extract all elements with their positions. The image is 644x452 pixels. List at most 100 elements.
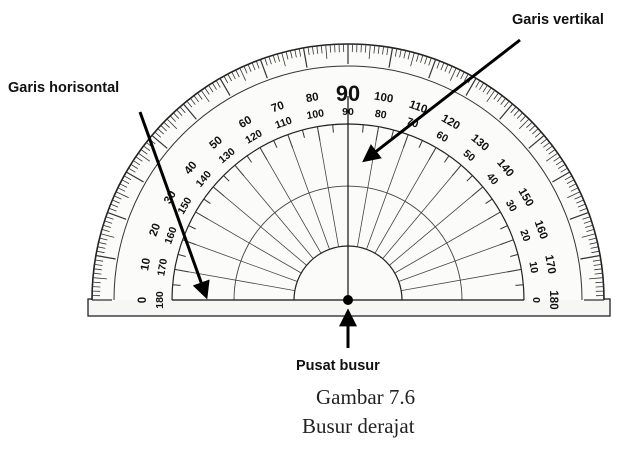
inner-tick-mark — [443, 155, 450, 163]
tick-mark — [239, 67, 247, 81]
tick-mark — [403, 50, 406, 59]
tick-mark — [272, 55, 276, 63]
tick-mark — [456, 69, 461, 78]
tick-mark — [100, 233, 115, 238]
figure-number: Gambar 7.6 — [316, 385, 415, 409]
tick-mark — [465, 77, 477, 96]
inner-tick-mark — [172, 284, 181, 286]
tick-mark — [399, 49, 402, 58]
tick-mark — [190, 98, 196, 105]
tick-mark — [143, 145, 151, 152]
tick-mark — [545, 152, 558, 162]
tick-mark — [570, 187, 579, 192]
tick-mark — [104, 220, 113, 224]
tick-mark — [574, 195, 583, 200]
tick-mark — [394, 48, 398, 57]
outer-scale-number-60: 60 — [237, 114, 254, 131]
tick-mark — [123, 175, 132, 181]
radial-line — [374, 147, 437, 254]
inner-tick-mark — [515, 284, 524, 286]
tick-mark — [251, 62, 256, 71]
outer-scale-number-10: 10 — [139, 257, 153, 272]
tick-mark — [268, 56, 272, 65]
tick-mark — [193, 95, 200, 103]
tick-mark — [581, 233, 596, 238]
inner-scale-number-170: 170 — [155, 258, 170, 277]
tick-mark — [179, 106, 186, 114]
radial-line — [174, 269, 295, 291]
radial-line — [234, 164, 314, 259]
inner-scale-number-10: 10 — [526, 261, 540, 275]
outer-scale-number-180: 180 — [547, 290, 559, 309]
protractor-scale-arc — [113, 65, 583, 301]
tick-mark — [320, 45, 323, 54]
tick-mark — [386, 47, 389, 56]
tick-mark — [560, 167, 568, 173]
tick-mark — [591, 250, 600, 254]
tick-mark — [166, 118, 178, 130]
center-label: Pusat busur — [296, 358, 380, 374]
inner-tick-mark — [362, 124, 364, 133]
tick-mark — [96, 250, 105, 254]
tick-mark — [576, 199, 584, 204]
figure-title: Busur derajat — [302, 414, 415, 438]
tick-mark — [543, 142, 550, 148]
tick-mark — [125, 171, 144, 183]
tick-mark — [95, 259, 104, 262]
outer-scale-number-70: 70 — [270, 100, 286, 116]
tick-mark — [520, 115, 527, 122]
tick-mark — [163, 121, 170, 128]
tick-mark — [503, 100, 510, 108]
tick-mark — [169, 115, 176, 122]
tick-mark — [499, 103, 514, 120]
tick-mark — [493, 92, 499, 100]
tick-mark — [103, 224, 111, 228]
tick-mark — [119, 183, 128, 188]
radial-line — [195, 211, 302, 274]
vertical-line-label: Garis vertikal — [512, 12, 604, 28]
tick-mark — [101, 229, 110, 232]
tick-mark — [107, 211, 127, 220]
tick-mark — [231, 71, 236, 80]
tick-mark — [92, 277, 107, 280]
radial-line — [398, 239, 514, 282]
tick-mark — [94, 264, 103, 266]
inner-tick-mark — [485, 198, 493, 205]
inner-tick-mark — [418, 140, 423, 148]
tick-mark — [436, 60, 441, 69]
tick-mark — [590, 246, 599, 249]
tick-mark — [182, 103, 197, 120]
tick-mark — [479, 82, 485, 90]
tick-mark — [215, 80, 221, 88]
tick-mark — [496, 95, 503, 103]
tick-mark — [121, 179, 130, 184]
radial-line — [394, 211, 501, 274]
tick-mark — [95, 254, 116, 260]
tick-mark — [138, 152, 151, 162]
vertical-line-pointer-arrow — [362, 38, 521, 163]
tick-mark — [157, 128, 164, 135]
tick-mark — [444, 64, 449, 72]
tick-mark — [211, 82, 217, 90]
horizontal-line-pointer-arrow — [138, 111, 210, 300]
tick-mark — [98, 242, 107, 245]
tick-mark — [133, 160, 141, 166]
tick-mark — [173, 112, 180, 119]
radial-line — [212, 186, 307, 266]
tick-mark — [593, 264, 602, 266]
outer-scale-number-0: 0 — [137, 297, 149, 303]
tick-mark — [377, 45, 380, 54]
tick-mark — [373, 45, 376, 54]
inner-scale-number-110: 110 — [274, 115, 294, 132]
tick-mark — [307, 47, 310, 56]
tick-mark — [416, 53, 419, 62]
tick-mark — [558, 163, 566, 169]
tick-mark — [382, 46, 384, 55]
radial-line — [382, 164, 462, 259]
tick-mark — [583, 220, 592, 224]
tick-mark — [540, 138, 548, 145]
radial-line — [401, 269, 522, 291]
tick-mark — [105, 216, 114, 220]
tick-mark — [516, 112, 523, 119]
outer-scale-number-100: 100 — [373, 91, 394, 106]
